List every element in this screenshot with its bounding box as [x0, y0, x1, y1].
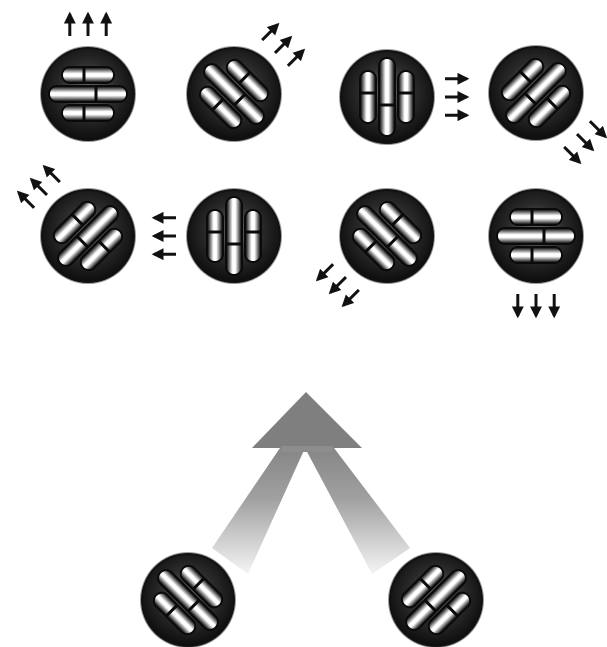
stripe-bar	[181, 566, 222, 607]
stripe-bar	[380, 59, 394, 135]
disc-heading-up-right	[186, 46, 282, 142]
arrow-icon	[563, 145, 582, 165]
stripe-bar	[200, 87, 241, 128]
stripe-bar	[227, 198, 241, 274]
stripe-bar	[50, 87, 126, 101]
stripe-bar	[63, 68, 113, 82]
stripe-bar	[205, 65, 263, 123]
stripe-bar	[63, 106, 113, 120]
stripe-bar	[227, 60, 268, 101]
arrow-icon	[29, 177, 49, 197]
disc-heading-down-left	[339, 188, 435, 284]
arrow-icon	[16, 190, 36, 209]
disc-heading-up-left-arrows	[16, 164, 61, 209]
stripe-bar	[429, 593, 470, 634]
stripe-bar	[361, 72, 375, 122]
stripe-bar	[154, 593, 195, 634]
stripe-bar	[402, 566, 443, 607]
arrow-icon	[261, 22, 280, 42]
base-disc-left	[140, 552, 236, 647]
stripe-pattern	[400, 564, 472, 636]
arrow-icon	[273, 35, 293, 55]
base-disc-right	[388, 552, 484, 647]
disc-heading-left	[186, 188, 282, 284]
arrow-icon	[341, 288, 360, 308]
stripe-bar	[59, 207, 117, 265]
stripe-pattern	[52, 200, 124, 272]
disc-heading-right-arrows	[445, 72, 470, 122]
stripe-bar	[511, 210, 561, 224]
disc-heading-up	[40, 46, 136, 142]
merge-arrow-icon	[212, 392, 410, 574]
stripe-pattern	[206, 196, 262, 276]
stripe-bar	[208, 211, 222, 261]
arrow-icon	[286, 48, 306, 67]
stripe-bar	[407, 571, 465, 629]
stripe-bar	[81, 229, 122, 270]
stripe-bar	[380, 202, 421, 243]
stripe-bar	[507, 64, 565, 122]
disc-heading-down-right-arrows	[563, 120, 607, 165]
stripe-pattern	[48, 66, 128, 122]
stripe-bar	[54, 202, 95, 243]
disc-heading-up-left	[40, 188, 136, 284]
stripe-pattern	[198, 58, 270, 130]
stripe-pattern	[500, 57, 572, 129]
disc-heading-down-right	[488, 45, 584, 141]
stripe-bar	[502, 59, 543, 100]
arrow-icon	[315, 263, 335, 282]
stripe-bar	[529, 86, 570, 127]
disc-heading-down	[488, 188, 584, 284]
stripe-pattern	[359, 57, 415, 137]
disc-heading-up-arrows	[63, 11, 113, 36]
stripe-pattern	[496, 208, 576, 264]
stripe-bar	[246, 211, 260, 261]
arrow-icon	[42, 164, 61, 184]
stripe-bar	[498, 229, 574, 243]
arrow-icon	[575, 132, 595, 152]
stripe-bar	[399, 72, 413, 122]
arrow-icon	[588, 120, 607, 139]
stripe-bar	[511, 248, 561, 262]
disc-heading-left-arrows	[151, 211, 176, 261]
disc-heading-right	[339, 49, 435, 145]
arrow-icon	[328, 275, 348, 295]
disc-heading-down-arrows	[511, 294, 561, 319]
disc-heading-up-right-arrows	[261, 22, 306, 67]
stripe-bar	[159, 571, 217, 629]
stripe-bar	[353, 229, 394, 270]
stripe-bar	[358, 207, 416, 265]
disc-heading-down-left-arrows	[315, 263, 360, 308]
stripe-pattern	[351, 200, 423, 272]
stripe-pattern	[152, 564, 224, 636]
